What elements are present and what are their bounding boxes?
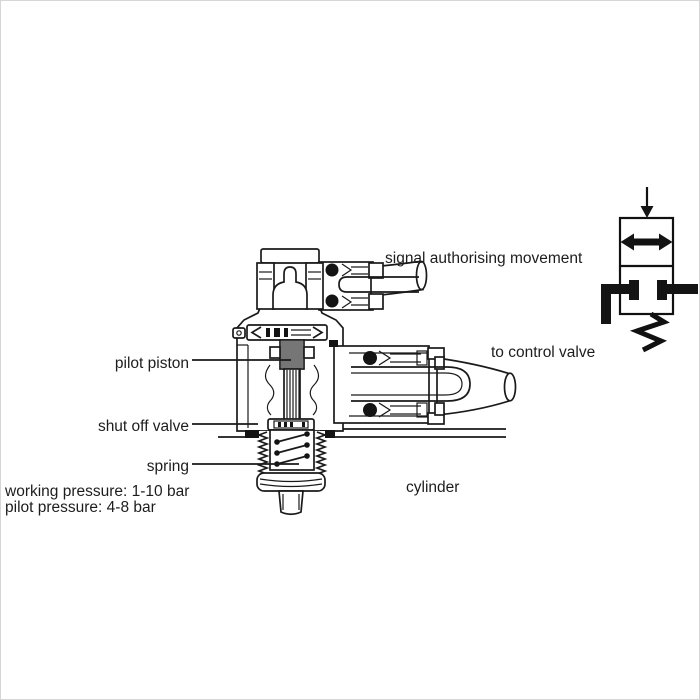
o-ring-icon [363,403,377,417]
pilot-piston-cartridge [232,324,328,341]
o-ring-icon [363,351,377,365]
left-seal [245,430,260,438]
blocked-port-icon [601,280,698,324]
to-control-valve-label: to control valve [491,344,596,361]
collar-and-stem [256,472,326,516]
cap-piston-dome [272,266,308,310]
spring-label: spring [146,458,189,475]
pilot-piston-label: pilot piston [114,355,189,372]
pilot-pressure-label: pilot pressure: 4-8 bar [5,499,156,516]
pilot-signal-arrow-icon [640,187,654,218]
pilot-pin [232,327,246,339]
pneumatic-valve-symbol [601,187,698,353]
leader-lines [192,359,299,465]
o-ring-icon [325,294,339,308]
threaded-section [256,429,328,475]
shut-off-valve-label: shut off valve [97,418,189,435]
valve-cap [256,248,324,310]
flow-double-arrow-icon [620,233,673,251]
signal-label: signal authorising movement [385,250,583,267]
pilot-piston-stem [264,339,320,421]
spring-return-icon [629,311,670,353]
cylinder-label: cylinder [406,479,460,496]
control-port-fitting [329,340,517,425]
right-seal [320,430,335,438]
o-ring-icon [325,263,339,277]
working-pressure-label: working pressure: 1-10 bar [5,483,190,500]
shut-off-valve-poppet [267,418,315,431]
signal-port-fitting [318,260,428,311]
